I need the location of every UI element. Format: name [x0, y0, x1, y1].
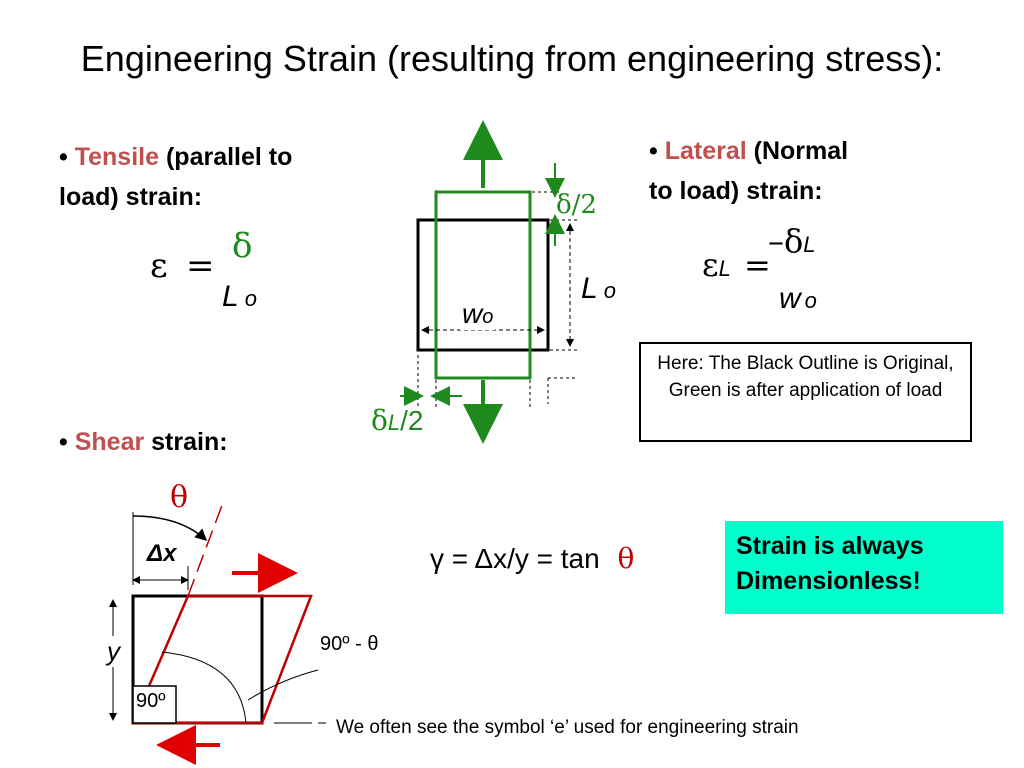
angle-90-minus-theta-label: 90º - θ	[320, 633, 379, 655]
lateral-heading: • Lateral (Normal to load) strain:	[649, 131, 848, 211]
note-box: Here: The Black Outline is Original, Gre…	[639, 342, 972, 442]
deltaL-half-label: δL/2	[371, 404, 423, 437]
lateral-rest: (Normal	[753, 137, 849, 165]
deformed-outline	[434, 190, 532, 380]
shear-theta-label: θ	[170, 480, 189, 515]
dimensionless-callout: Strain is always Dimensionless!	[725, 521, 1003, 614]
lateral-den-w: w	[779, 282, 801, 315]
dx-label: Δx	[147, 540, 177, 567]
tensile-line2: load) strain:	[59, 183, 203, 211]
shear-heading: • Shear strain:	[59, 422, 228, 462]
lateral-eq-equals: =	[744, 246, 771, 284]
original-outline	[416, 218, 550, 352]
bullet-icon: •	[59, 143, 68, 171]
angle-90-label: 90º	[136, 690, 166, 712]
bullet-icon: •	[59, 428, 68, 456]
lateral-den-sub: o	[804, 288, 817, 313]
shear-keyword: Shear	[74, 428, 145, 456]
tensile-rest: (parallel to	[165, 143, 293, 171]
tensile-eq-lhs: ε	[150, 246, 168, 286]
tensile-den-L: L	[222, 280, 239, 313]
tensile-heading: • Tensile (parallel to load) strain:	[59, 137, 292, 217]
deltaL-sub: L	[387, 410, 401, 435]
page-title: Engineering Strain (resulting from engin…	[80, 38, 944, 79]
delta-half-label: δ/2	[556, 190, 597, 220]
tensile-eq-equals: =	[186, 246, 215, 286]
w0-sub: o	[482, 306, 494, 328]
w0-label: wo	[460, 298, 496, 330]
lateral-eps: ε	[702, 246, 719, 284]
lateral-num-sub: L	[803, 232, 816, 257]
w0-letter: w	[462, 298, 483, 329]
shear-deformed-parallelogram	[131, 594, 313, 725]
shear-equation-text: γ = Δx/y = tan	[430, 543, 600, 574]
lateral-eq-lhs: εL	[702, 246, 731, 284]
shear-rest: strain:	[151, 428, 228, 456]
tensile-keyword: Tensile	[74, 143, 160, 171]
L0-sub: o	[603, 278, 616, 303]
bullet-icon: •	[649, 137, 658, 165]
lateral-eq-numerator: –δL	[768, 222, 816, 260]
shear-equation: γ = Δx/y = tan θ	[430, 542, 634, 575]
lateral-keyword: Lateral	[664, 137, 747, 165]
L0-letter: L	[581, 272, 598, 305]
footnote: We often see the symbol ‘e’ used for eng…	[336, 717, 799, 738]
callout-line2: Dimensionless!	[736, 567, 921, 595]
lateral-line2: to load) strain:	[649, 177, 823, 205]
y-label: y	[107, 636, 120, 667]
lateral-eps-sub: L	[718, 256, 731, 281]
tensile-eq-numerator: δ	[232, 226, 253, 266]
deltaL-suffix: /2	[400, 405, 424, 436]
lateral-num-delta: –δ	[768, 222, 804, 260]
deltaL-delta: δ	[371, 404, 388, 437]
callout-line1: Strain is always	[736, 532, 924, 560]
shear-equation-theta: θ	[617, 542, 635, 575]
tensile-den-sub: o	[244, 286, 257, 311]
